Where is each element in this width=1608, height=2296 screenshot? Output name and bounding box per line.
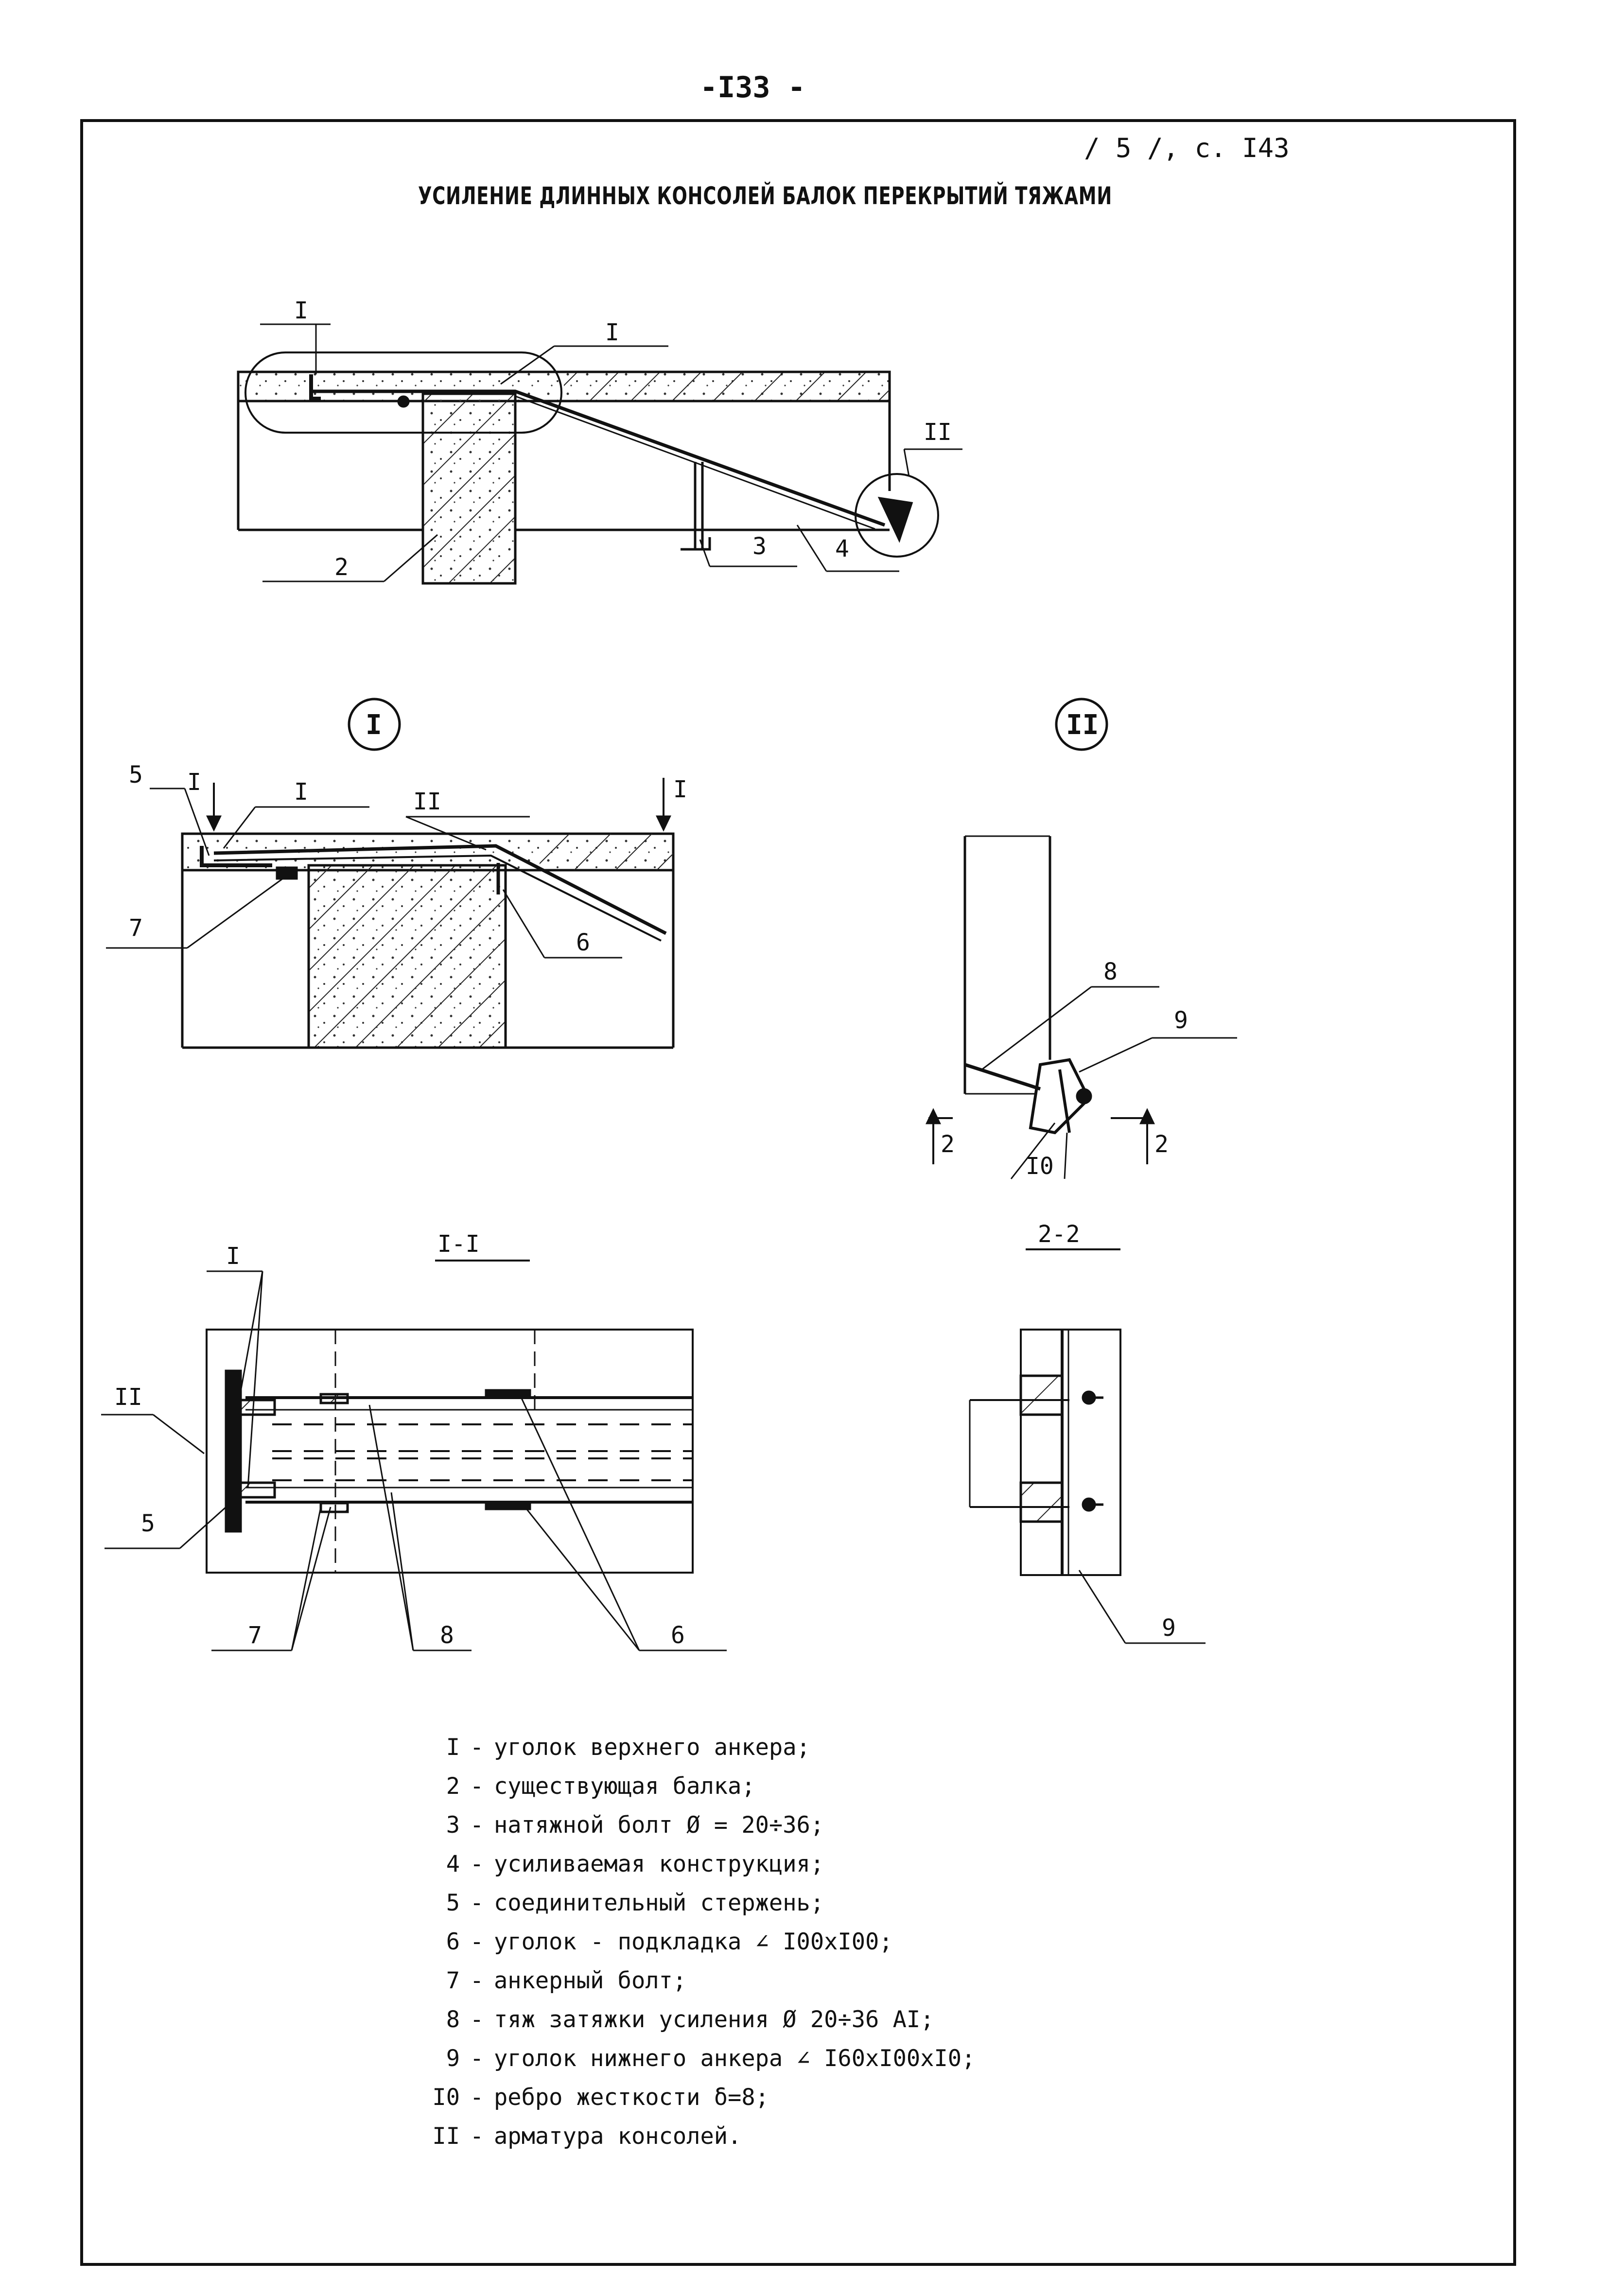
main-label-4: 4 xyxy=(835,535,849,562)
section-1-1 xyxy=(101,1260,727,1651)
detail-I-label-arrow-left: I xyxy=(187,769,201,796)
legend-item: 3-натяжной болт Ø = 20÷36; xyxy=(446,1812,824,1839)
section-1-1-label-5: 5 xyxy=(141,1510,155,1537)
page-number: -I33 - xyxy=(700,70,805,105)
detail-I-label-1: I xyxy=(294,778,308,806)
main-tie-rod xyxy=(311,389,886,527)
detail-II-label-8: 8 xyxy=(1103,958,1118,985)
detail-II xyxy=(926,698,1237,1179)
main-callout-I xyxy=(245,351,562,434)
detail-I-label-arrow-right: I xyxy=(673,776,687,803)
main-view xyxy=(237,323,962,585)
section-2-2-labels: 2-2 9 xyxy=(1038,1221,1176,1642)
legend-item: 7-анкерный болт; xyxy=(446,1967,687,1994)
section-1-1-title: I-I xyxy=(437,1230,480,1258)
legend-item: 6-уголок - подкладка ∠ I00xI00; xyxy=(446,1928,893,1955)
main-label-1b: I xyxy=(605,319,619,346)
legend-item: 2-существующая балка; xyxy=(446,1773,755,1800)
detail-I-title: I xyxy=(366,709,382,741)
sheet-frame xyxy=(80,119,1516,2266)
detail-II-label-section-right: 2 xyxy=(1154,1131,1169,1158)
detail-I-labels: I 5 I I II I 7 6 xyxy=(129,709,687,956)
legend-item: 5-соединительный стержень; xyxy=(446,1890,824,1916)
main-label-3: 3 xyxy=(752,533,767,560)
detail-II-label-section-left: 2 xyxy=(941,1131,955,1158)
legend-item: 8-тяж затяжки усиления Ø 20÷36 AI; xyxy=(446,2006,934,2033)
detail-II-label-10: I0 xyxy=(1026,1153,1054,1180)
legend-item: I-уголок верхнего анкера; xyxy=(446,1734,810,1761)
reference: / 5 /, с. I43 xyxy=(1084,133,1290,163)
section-1-1-label-11: II xyxy=(114,1384,142,1411)
detail-I-label-6: 6 xyxy=(576,929,590,956)
legend-item: II-арматура консолей. xyxy=(432,2123,742,2150)
detail-I-label-5: 5 xyxy=(129,761,143,789)
section-1-1-labels: I-I I II 5 7 8 6 xyxy=(114,1230,685,1649)
detail-II-title: II xyxy=(1066,709,1099,741)
main-label-11: II xyxy=(924,419,952,446)
main-label-1a: I xyxy=(294,297,308,324)
legend-item: I0-ребро жесткости δ=8; xyxy=(432,2084,769,2111)
legend-item: 4-усиливаемая конструкция; xyxy=(446,1851,824,1877)
legend-item: 9-уголок нижнего анкера ∠ I60xI00xI0; xyxy=(446,2045,976,2072)
main-label-2: 2 xyxy=(334,554,349,581)
section-1-1-label-7: 7 xyxy=(248,1622,262,1649)
detail-II-label-9: 9 xyxy=(1174,1007,1188,1034)
section-2-2-title: 2-2 xyxy=(1038,1221,1080,1248)
main-callout-II xyxy=(855,473,939,558)
section-2-2-label-9: 9 xyxy=(1162,1614,1176,1642)
section-1-1-label-8: 8 xyxy=(440,1622,454,1649)
main-view-labels: I I II 2 3 4 xyxy=(294,297,952,581)
page-title: УСИЛЕНИЕ ДЛИННЫХ КОНСОЛЕЙ БАЛОК ПЕРЕКРЫТ… xyxy=(418,182,1113,210)
detail-I xyxy=(106,698,675,1049)
detail-I-label-7: 7 xyxy=(129,914,143,942)
section-1-1-label-1: I xyxy=(226,1243,240,1270)
legend: I-уголок верхнего анкера; 2-существующая… xyxy=(428,1728,975,2156)
detail-II-labels: II 8 9 2 2 I0 xyxy=(941,709,1188,1180)
detail-I-label-11: II xyxy=(413,788,441,815)
section-1-1-label-6: 6 xyxy=(671,1622,685,1649)
section-2-2 xyxy=(969,1248,1206,1644)
